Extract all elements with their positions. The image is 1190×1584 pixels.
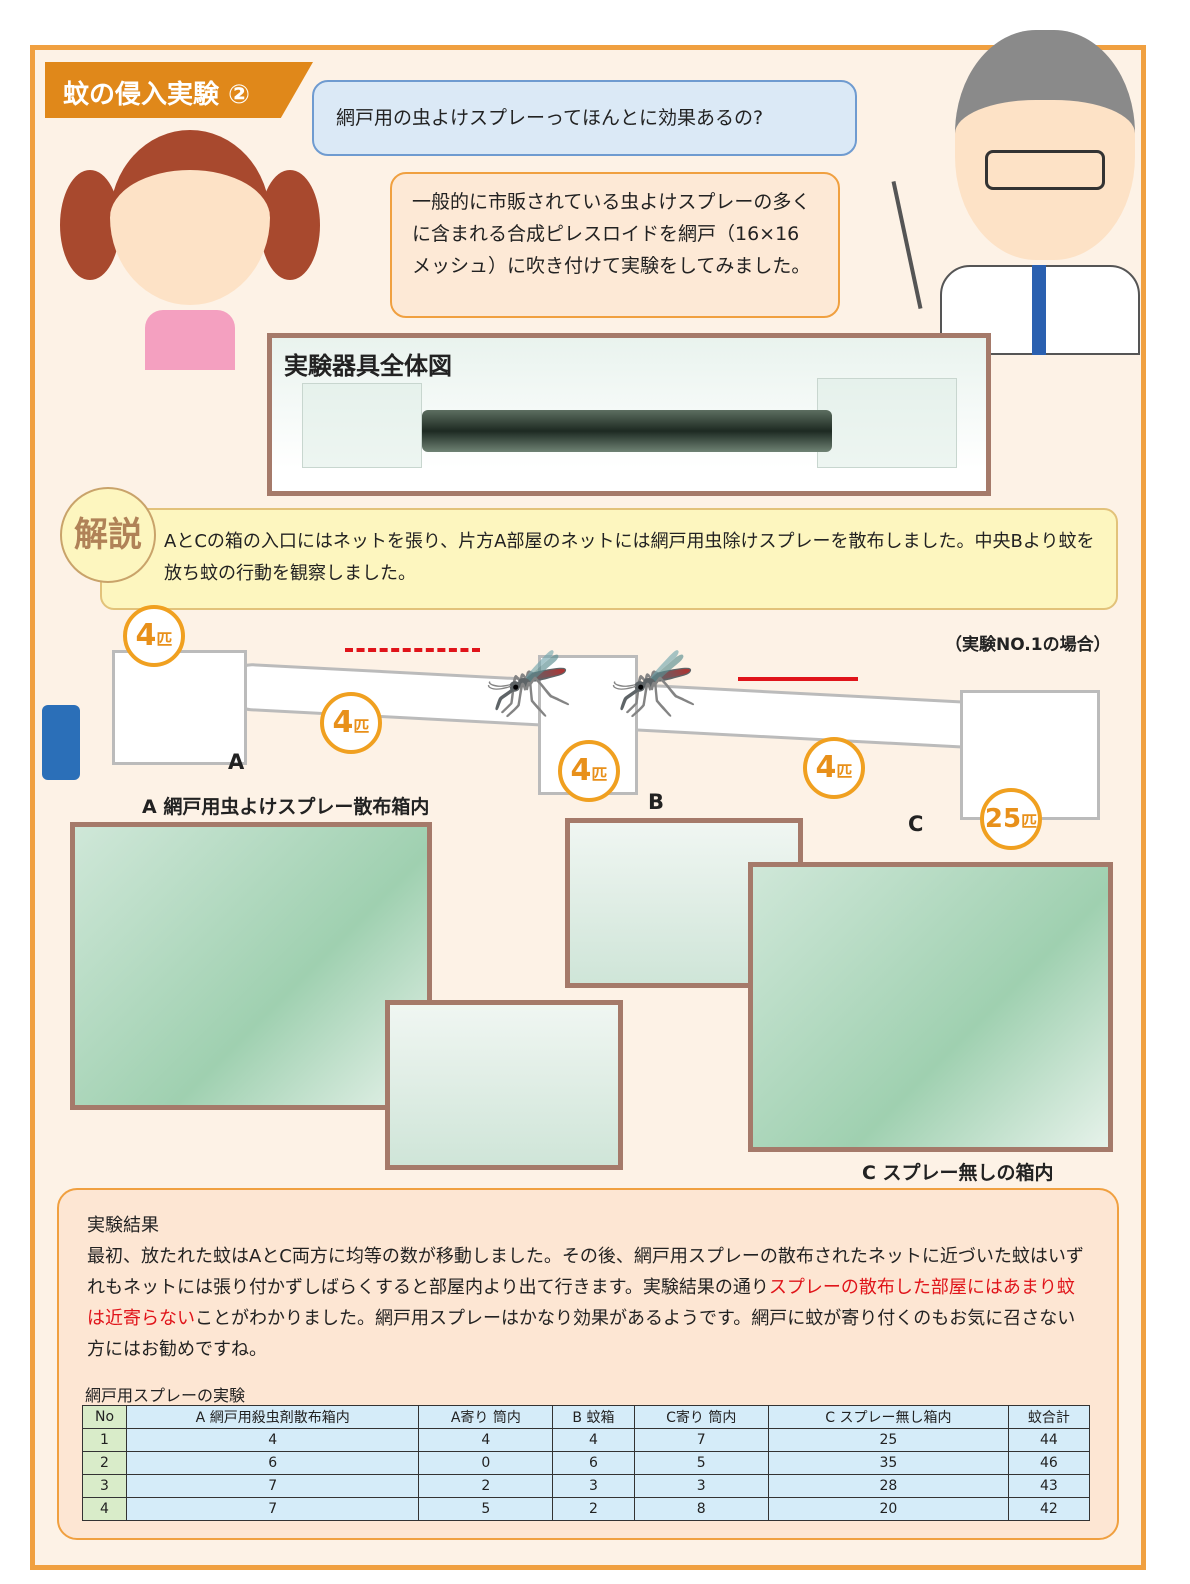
table-cell: 20 (767, 1497, 1009, 1521)
table-cell: 1 (82, 1428, 127, 1452)
page-title: 蚊の侵入実験 ② (45, 62, 313, 118)
table-cell: 8 (633, 1497, 769, 1521)
explanation-badge: 解説 (60, 487, 156, 583)
label-c: C (908, 812, 924, 836)
table-cell: 3 (82, 1474, 127, 1498)
table-cell: 25 (767, 1428, 1009, 1452)
table-cell: 44 (1007, 1428, 1091, 1452)
label-c-photo: C スプレー無しの箱内 (862, 1162, 1054, 1184)
apparatus-label: 実験器具全体図 (284, 352, 452, 380)
professor-illustration (891, 30, 1140, 355)
girl-illustration (60, 125, 320, 370)
table-cell: 2 (552, 1497, 635, 1521)
table-header: C スプレー無し箱内 (767, 1405, 1009, 1429)
answer-bubble: 一般的に市販されている虫よけスプレーの多くに含まれる合成ピレスロイドを網戸（16… (390, 172, 840, 318)
table-cell: 4 (418, 1428, 554, 1452)
table-cell: 35 (767, 1451, 1009, 1475)
label-a-photo: A 網戸用虫よけスプレー散布箱内 (142, 796, 430, 818)
table-header: B 蚊箱 (552, 1405, 635, 1429)
count-c-box: 25匹 (980, 788, 1042, 850)
table-header: C寄り 筒内 (633, 1405, 769, 1429)
table-header: A 網戸用殺虫剤散布箱内 (125, 1405, 420, 1429)
count-c-tube: 4匹 (803, 737, 865, 799)
result-heading: 実験結果 (87, 1215, 159, 1236)
table-cell: 4 (125, 1428, 420, 1452)
table-cell: 2 (418, 1474, 554, 1498)
photo-a-tube (385, 1000, 623, 1170)
label-b: B (648, 790, 665, 814)
label-a: A (228, 750, 245, 774)
table-header: 蚊合計 (1007, 1405, 1091, 1429)
table-cell: 43 (1007, 1474, 1091, 1498)
question-bubble: 網戸用の虫よけスプレーってほんとに効果あるの? (312, 80, 857, 156)
table-cell: 3 (633, 1474, 769, 1498)
explanation-box: AとCの箱の入口にはネットを張り、片方A部屋のネットには網戸用虫除けスプレーを散… (100, 508, 1118, 610)
table-cell: 3 (552, 1474, 635, 1498)
table-cell: 28 (767, 1474, 1009, 1498)
table-cell: 0 (418, 1451, 554, 1475)
table-cell: 7 (125, 1497, 420, 1521)
table-cell: 7 (125, 1474, 420, 1498)
photo-c-box (748, 862, 1113, 1152)
count-a-box: 4匹 (123, 605, 185, 667)
table-cell: 2 (82, 1451, 127, 1475)
count-a-tube: 4匹 (320, 692, 382, 754)
apparatus-photo: 実験器具全体図 (267, 333, 991, 496)
count-b-box: 4匹 (558, 740, 620, 802)
case-note: （実験NO.1の場合） (945, 635, 1111, 655)
table-cell: 6 (125, 1451, 420, 1475)
photo-a-box (70, 822, 432, 1110)
table-header: No (82, 1405, 127, 1429)
table-cell: 6 (552, 1451, 635, 1475)
table-cell: 5 (418, 1497, 554, 1521)
result-text: 最初、放たれた蚊はAとC両方に均等の数が移動しました。その後、網戸用スプレーの散… (87, 1246, 1084, 1360)
table-cell: 4 (82, 1497, 127, 1521)
table-cell: 46 (1007, 1451, 1091, 1475)
table-cell: 42 (1007, 1497, 1091, 1521)
table-cell: 4 (552, 1428, 635, 1452)
table-cell: 5 (633, 1451, 769, 1475)
table-cell: 7 (633, 1428, 769, 1452)
table-header: A寄り 筒内 (418, 1405, 554, 1429)
table-title: 網戸用スプレーの実験 (85, 1386, 246, 1405)
